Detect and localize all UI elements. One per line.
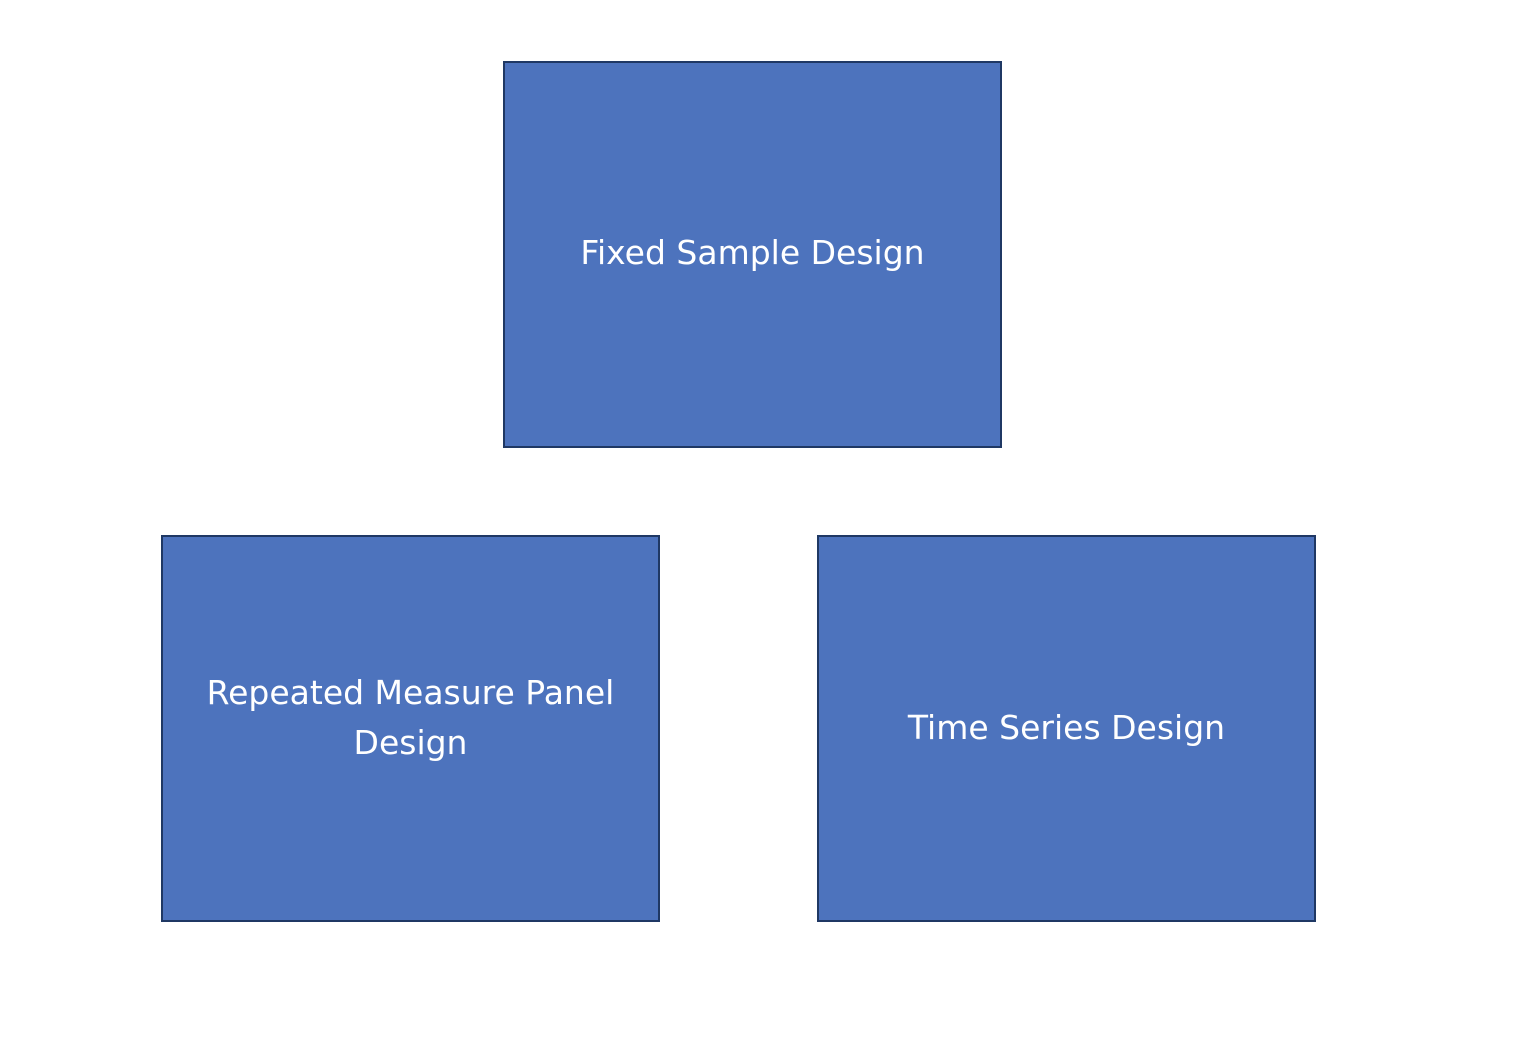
repeated-measure-panel-design-label: Repeated Measure Panel Design xyxy=(206,673,615,762)
fixed-sample-design-label: Fixed Sample Design xyxy=(580,233,925,272)
time-series-design-label: Time Series Design xyxy=(907,707,1226,747)
fixed-sample-design-box: Fixed Sample Design xyxy=(503,61,1002,448)
repeated-measure-panel-design-box: Repeated Measure Panel Design xyxy=(161,535,660,922)
time-series-design-box: Time Series Design xyxy=(817,535,1316,922)
